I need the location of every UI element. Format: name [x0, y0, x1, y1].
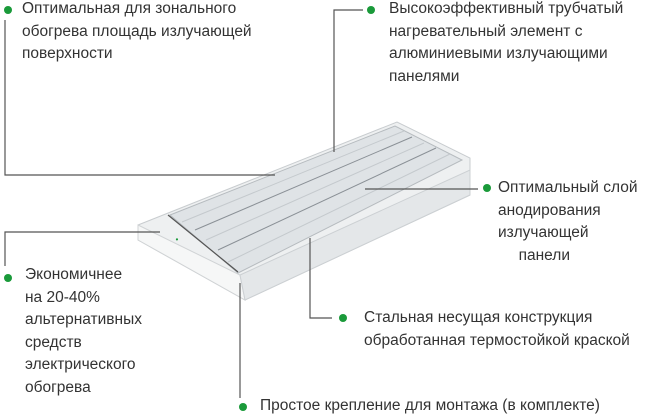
callout-line: нагревательный элемент с	[389, 22, 583, 40]
callout-line: средств	[25, 333, 82, 351]
callout-mount: Простое крепление для монтажа (в комплек…	[260, 395, 600, 417]
callout-element: Высокоэффективный трубчатый нагревательн…	[389, 0, 623, 88]
callout-steel: Стальная несущая конструкция обработанна…	[364, 307, 630, 352]
leader-lines	[4, 9, 478, 398]
callout-dots	[4, 6, 491, 411]
dot-icon	[4, 274, 12, 282]
dot-icon	[339, 314, 347, 322]
callout-line: панели	[518, 246, 570, 264]
callout-line: панелями	[389, 67, 460, 85]
callout-line: Оптимальная для зонального	[22, 0, 237, 17]
callout-line: Простое крепление для монтажа (в комплек…	[260, 397, 600, 414]
callout-line: Экономичнее	[25, 266, 123, 283]
callout-line: Оптимальный слой	[498, 179, 638, 196]
dot-icon	[367, 6, 375, 14]
callout-line: обогрева площадь излучающей	[22, 22, 252, 40]
dot-icon	[4, 6, 12, 14]
callout-line: обогрева	[25, 378, 91, 396]
callout-line: альтернативных	[25, 311, 142, 328]
brand-logo: ●	[174, 236, 179, 243]
callout-line: излучающей	[498, 224, 589, 241]
callout-line: Стальная несущая конструкция	[364, 309, 593, 326]
callout-line: на 20-40%	[25, 288, 100, 306]
callout-line: обработанная термостойкой краской	[364, 331, 630, 349]
callout-line: электрического	[25, 356, 136, 373]
heater-panel: ●	[137, 121, 471, 301]
callout-line: Высокоэффективный трубчатый	[389, 0, 624, 17]
callout-anodizing: Оптимальный слой анодирования излучающей…	[498, 177, 638, 267]
dot-icon	[483, 184, 491, 192]
dot-icon	[239, 403, 247, 411]
callout-line: поверхности	[22, 45, 113, 62]
callout-line: анодирования	[498, 201, 601, 219]
callout-economy: Экономичнее на 20-40% альтернативных сре…	[25, 264, 142, 399]
callout-area: Оптимальная для зонального обогрева площ…	[22, 0, 252, 66]
callout-line: алюминиевыми излучающими	[389, 45, 608, 62]
